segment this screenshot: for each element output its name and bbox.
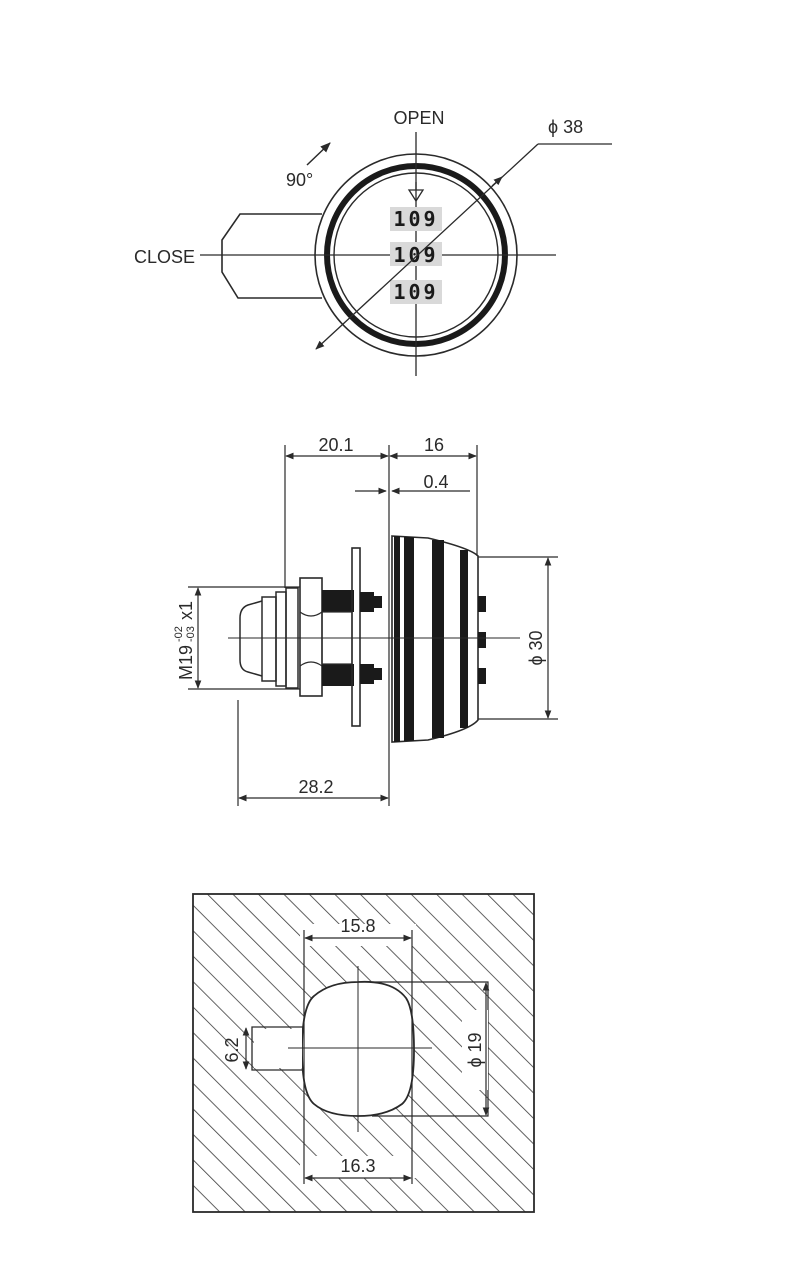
counter-row-bg <box>390 242 442 266</box>
counter-row: 109 <box>393 207 438 231</box>
diameter-38-label: ϕ 38 <box>548 117 583 137</box>
dim-16-3-label: 16.3 <box>340 1156 375 1176</box>
open-label: OPEN <box>393 108 444 128</box>
dim-15-8-label: 15.8 <box>340 916 375 936</box>
counter-row-bg <box>390 207 442 231</box>
rotation-label: 90° <box>286 170 313 190</box>
lever-handle <box>221 213 322 299</box>
thread-tol-lower: -03 <box>185 626 197 642</box>
counter-row-bg <box>390 280 442 304</box>
dim-0-4-label: 0.4 <box>423 472 448 492</box>
counter-row: 109 <box>393 243 438 267</box>
dim-28-2-label: 28.2 <box>298 777 333 797</box>
counter-row: 109 <box>393 280 438 304</box>
close-label: CLOSE <box>134 247 195 267</box>
dim-16-label: 16 <box>424 435 444 455</box>
dim-dia-30-label: ϕ 30 <box>526 630 546 665</box>
top-view: 109 109 109 OPEN CLOSE 90° ϕ 38 <box>134 108 612 376</box>
lock-body <box>228 535 520 743</box>
thread-main-label: M19 <box>176 645 196 680</box>
side-view: 20.1 16 0.4 28.2 M19 -02 -03 x1 ϕ 30 <box>173 435 558 806</box>
cutout-view: 15.8 16.3 6.2 ϕ 19 <box>192 893 535 1213</box>
rotation-arrow-icon <box>306 142 331 166</box>
thread-tol-upper: -02 <box>173 626 185 642</box>
dim-20-1-label: 20.1 <box>318 435 353 455</box>
dim-6-2-label: 6.2 <box>222 1037 242 1062</box>
thread-pitch-label: x1 <box>176 601 196 620</box>
dim-dia-19-label: ϕ 19 <box>465 1032 485 1067</box>
